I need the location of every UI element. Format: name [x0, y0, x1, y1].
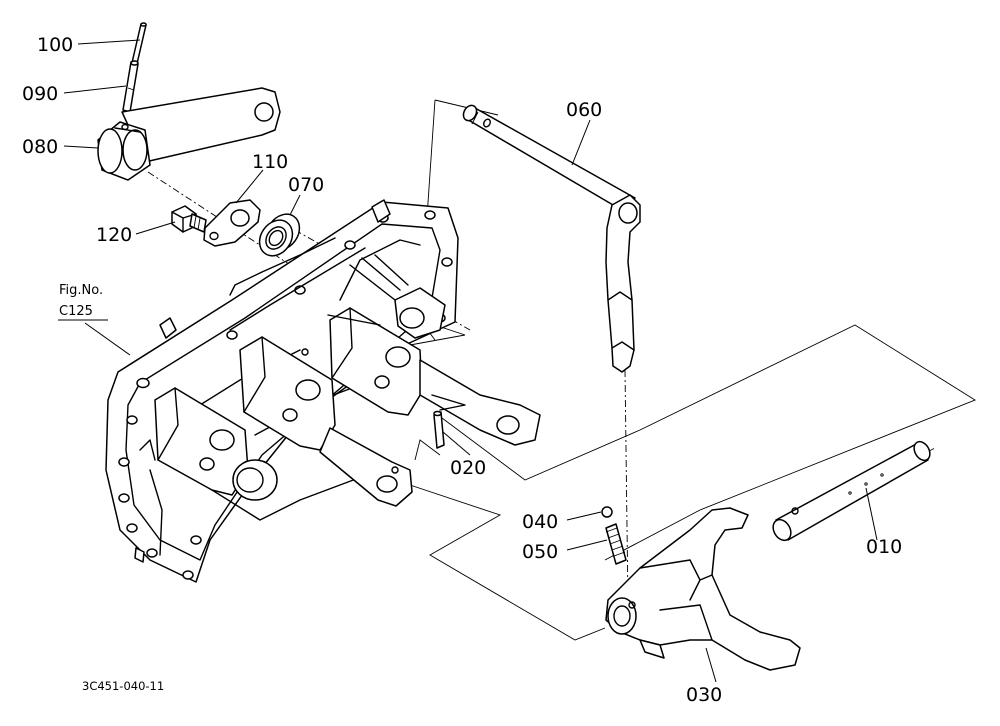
shift-bosses [154, 254, 541, 507]
part-060-shift-shaft [462, 104, 641, 373]
callout-labels: 100 090 080 110 070 120 060 020 040 050 … [22, 34, 902, 706]
callout-110: 110 [252, 151, 288, 173]
leader-lines [58, 39, 878, 683]
figure-ref-label: Fig.No. [59, 283, 103, 298]
part-110-plate [203, 199, 261, 247]
callout-090: 090 [22, 83, 58, 105]
callout-020: 020 [450, 457, 486, 479]
part-120-bolt [171, 205, 207, 233]
callout-080: 080 [22, 136, 58, 158]
part-010-fork-shaft [772, 440, 931, 542]
part-040-ball [601, 506, 613, 518]
part-020-pin [433, 410, 445, 449]
axis-line [624, 369, 629, 606]
callout-100: 100 [37, 34, 73, 56]
callout-120: 120 [96, 224, 132, 246]
callout-040: 040 [522, 511, 558, 533]
part-050-spring [605, 523, 627, 565]
callout-030: 030 [686, 684, 722, 706]
drawing-code: 3C451-040-11 [82, 679, 164, 693]
figure-reference: Fig.No. C125 [59, 283, 103, 319]
part-030-shift-fork [605, 507, 801, 671]
callout-070: 070 [288, 174, 324, 196]
callout-060: 060 [566, 99, 602, 121]
callout-050: 050 [522, 541, 558, 563]
part-080-shift-lever [97, 87, 281, 181]
part-070-oil-seal [258, 213, 301, 257]
figure-ref-number: C125 [59, 304, 93, 319]
bolt-holes [118, 210, 453, 580]
callout-010: 010 [866, 536, 902, 558]
